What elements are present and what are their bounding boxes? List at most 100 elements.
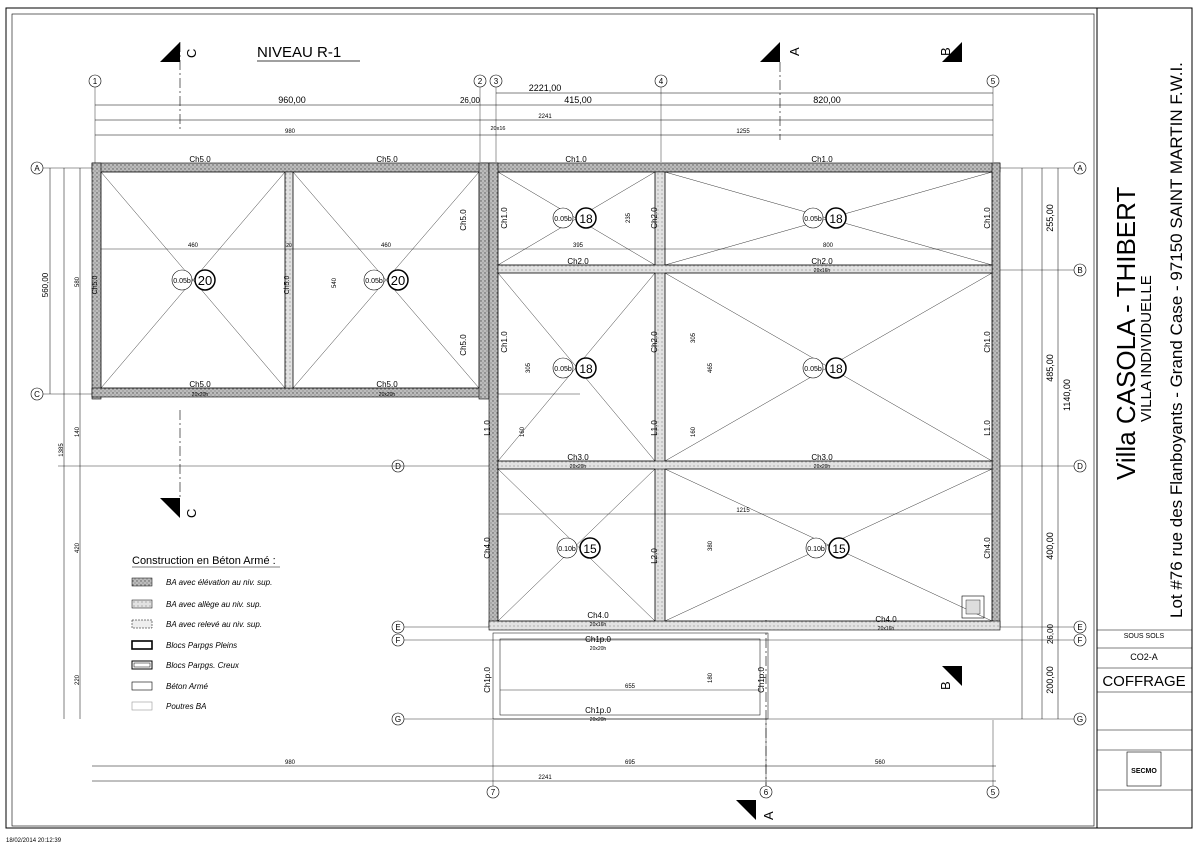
- section-marker-a-top: A: [760, 42, 802, 140]
- svg-text:20: 20: [286, 243, 292, 249]
- svg-text:0.05b: 0.05b: [804, 216, 822, 223]
- svg-text:26,00: 26,00: [1046, 623, 1055, 644]
- svg-text:G: G: [395, 715, 401, 724]
- svg-text:Ch5.0: Ch5.0: [459, 209, 468, 231]
- slab-indicator: 0.05b 18: [802, 357, 847, 379]
- svg-text:Ch2.0: Ch2.0: [811, 257, 833, 266]
- slab-indicator: 0.05b 18: [552, 357, 597, 379]
- svg-text:D: D: [395, 462, 401, 471]
- svg-text:Ch5.0: Ch5.0: [376, 380, 398, 389]
- svg-text:20x16: 20x16: [491, 126, 506, 132]
- room-outlines: [100, 171, 993, 720]
- svg-text:L1.0: L1.0: [650, 420, 659, 436]
- svg-text:Ch5.0: Ch5.0: [376, 155, 398, 164]
- section-marker-b-top: B: [938, 42, 962, 62]
- svg-text:F: F: [396, 636, 401, 645]
- svg-text:465: 465: [708, 362, 714, 373]
- svg-text:2241: 2241: [538, 114, 552, 120]
- legend-item: BA avec allège au niv. sup.: [131, 599, 262, 609]
- svg-text:A: A: [34, 164, 40, 173]
- legend-item: Poutres BA: [131, 701, 206, 711]
- tb-drawing: COFFRAGE: [1102, 673, 1185, 690]
- svg-text:980: 980: [285, 129, 296, 135]
- svg-text:580: 580: [75, 276, 81, 287]
- svg-text:Ch1.0: Ch1.0: [983, 331, 992, 353]
- svg-text:Ch1p.0: Ch1p.0: [757, 667, 766, 693]
- svg-text:Ch2.0: Ch2.0: [567, 257, 589, 266]
- svg-text:540: 540: [332, 277, 338, 288]
- svg-text:1215: 1215: [736, 508, 750, 514]
- svg-text:G: G: [1077, 715, 1083, 724]
- svg-text:Poutres BA: Poutres BA: [166, 702, 206, 711]
- legend-item: Béton Armé: [131, 681, 208, 691]
- legend-item: BA avec élévation au niv. sup.: [131, 577, 272, 587]
- svg-text:485,00: 485,00: [1045, 354, 1055, 382]
- svg-text:160: 160: [520, 426, 526, 437]
- legend-item: BA avec relevé au niv. sup.: [131, 619, 262, 629]
- svg-text:L2.0: L2.0: [650, 548, 659, 564]
- svg-text:655: 655: [625, 684, 636, 690]
- slab-indicator: 0.05b 20: [171, 269, 216, 291]
- svg-text:460: 460: [381, 243, 392, 249]
- svg-text:20x16h: 20x16h: [590, 622, 607, 628]
- legend-item: Blocs Parpgs. Creux: [131, 660, 240, 670]
- svg-text:1140,00: 1140,00: [1062, 379, 1072, 411]
- svg-text:Ch1p.0: Ch1p.0: [585, 706, 611, 715]
- svg-text:Ch1.0: Ch1.0: [983, 207, 992, 229]
- svg-text:305: 305: [691, 332, 697, 343]
- svg-text:Ch5.0: Ch5.0: [92, 276, 99, 295]
- svg-text:20x16h: 20x16h: [878, 626, 895, 632]
- svg-text:L1.0: L1.0: [483, 420, 492, 436]
- svg-text:2: 2: [478, 77, 483, 86]
- tb-type: VILLA INDIVIDUELLE: [1138, 275, 1155, 422]
- grid-columns-top: 1 2 3 4 5: [88, 74, 1000, 88]
- svg-text:0.05b: 0.05b: [173, 278, 191, 285]
- svg-text:220: 220: [75, 674, 81, 685]
- legend: Construction en Béton Armé : BA avec élé…: [131, 555, 280, 711]
- svg-text:C: C: [184, 49, 199, 58]
- svg-text:Ch3.0: Ch3.0: [811, 453, 833, 462]
- svg-text:15: 15: [583, 542, 597, 556]
- title-block: [1097, 629, 1192, 791]
- legend-title: Construction en Béton Armé :: [132, 555, 276, 567]
- svg-text:BA avec élévation au niv. sup.: BA avec élévation au niv. sup.: [166, 578, 272, 587]
- svg-text:Ch1.0: Ch1.0: [811, 155, 833, 164]
- svg-text:Ch4.0: Ch4.0: [875, 615, 897, 624]
- svg-text:18: 18: [579, 212, 593, 226]
- svg-text:1: 1: [93, 77, 98, 86]
- svg-text:BA avec allège au niv. sup.: BA avec allège au niv. sup.: [166, 600, 262, 609]
- svg-text:C: C: [184, 509, 199, 518]
- svg-text:Blocs Parpgs. Creux: Blocs Parpgs. Creux: [166, 661, 240, 670]
- svg-text:20x16h: 20x16h: [814, 268, 831, 274]
- svg-text:180: 180: [708, 672, 714, 683]
- svg-text:2221,00: 2221,00: [529, 83, 562, 93]
- tb-logo: SECMO: [1131, 768, 1157, 775]
- svg-text:Ch3.0: Ch3.0: [567, 453, 589, 462]
- svg-text:A: A: [761, 811, 776, 820]
- svg-text:305: 305: [526, 362, 532, 373]
- svg-text:Ch1p.0: Ch1p.0: [585, 635, 611, 644]
- svg-text:18: 18: [829, 362, 843, 376]
- svg-text:B: B: [1077, 266, 1082, 275]
- svg-text:B: B: [938, 681, 953, 690]
- svg-text:0.10b: 0.10b: [558, 546, 576, 553]
- svg-text:Ch2.0: Ch2.0: [650, 207, 659, 229]
- svg-text:L1.0: L1.0: [983, 420, 992, 436]
- svg-text:Ch1.0: Ch1.0: [565, 155, 587, 164]
- svg-text:4: 4: [659, 77, 664, 86]
- dimensions-left: 560,00 580 1385 140 420 220: [41, 168, 81, 719]
- beam-labels: Ch5.0 Ch5.0 Ch1.0 Ch1.0 Ch5.0 20x20h Ch5…: [92, 155, 992, 723]
- svg-text:960,00: 960,00: [278, 95, 306, 105]
- svg-text:5: 5: [991, 788, 996, 797]
- inner-dimension-lines: 460 20 460 395 800 1215 655 540 235 305 …: [101, 212, 992, 691]
- svg-text:18: 18: [579, 362, 593, 376]
- svg-text:3: 3: [494, 77, 499, 86]
- svg-text:20x20h: 20x20h: [192, 392, 209, 398]
- hatched-beams: [91, 162, 1001, 631]
- svg-text:B: B: [938, 47, 953, 56]
- svg-text:6: 6: [764, 788, 769, 797]
- svg-text:560,00: 560,00: [41, 272, 50, 297]
- svg-text:0.05b: 0.05b: [554, 366, 572, 373]
- svg-text:Ch2.0: Ch2.0: [650, 331, 659, 353]
- svg-text:20x20h: 20x20h: [590, 717, 607, 723]
